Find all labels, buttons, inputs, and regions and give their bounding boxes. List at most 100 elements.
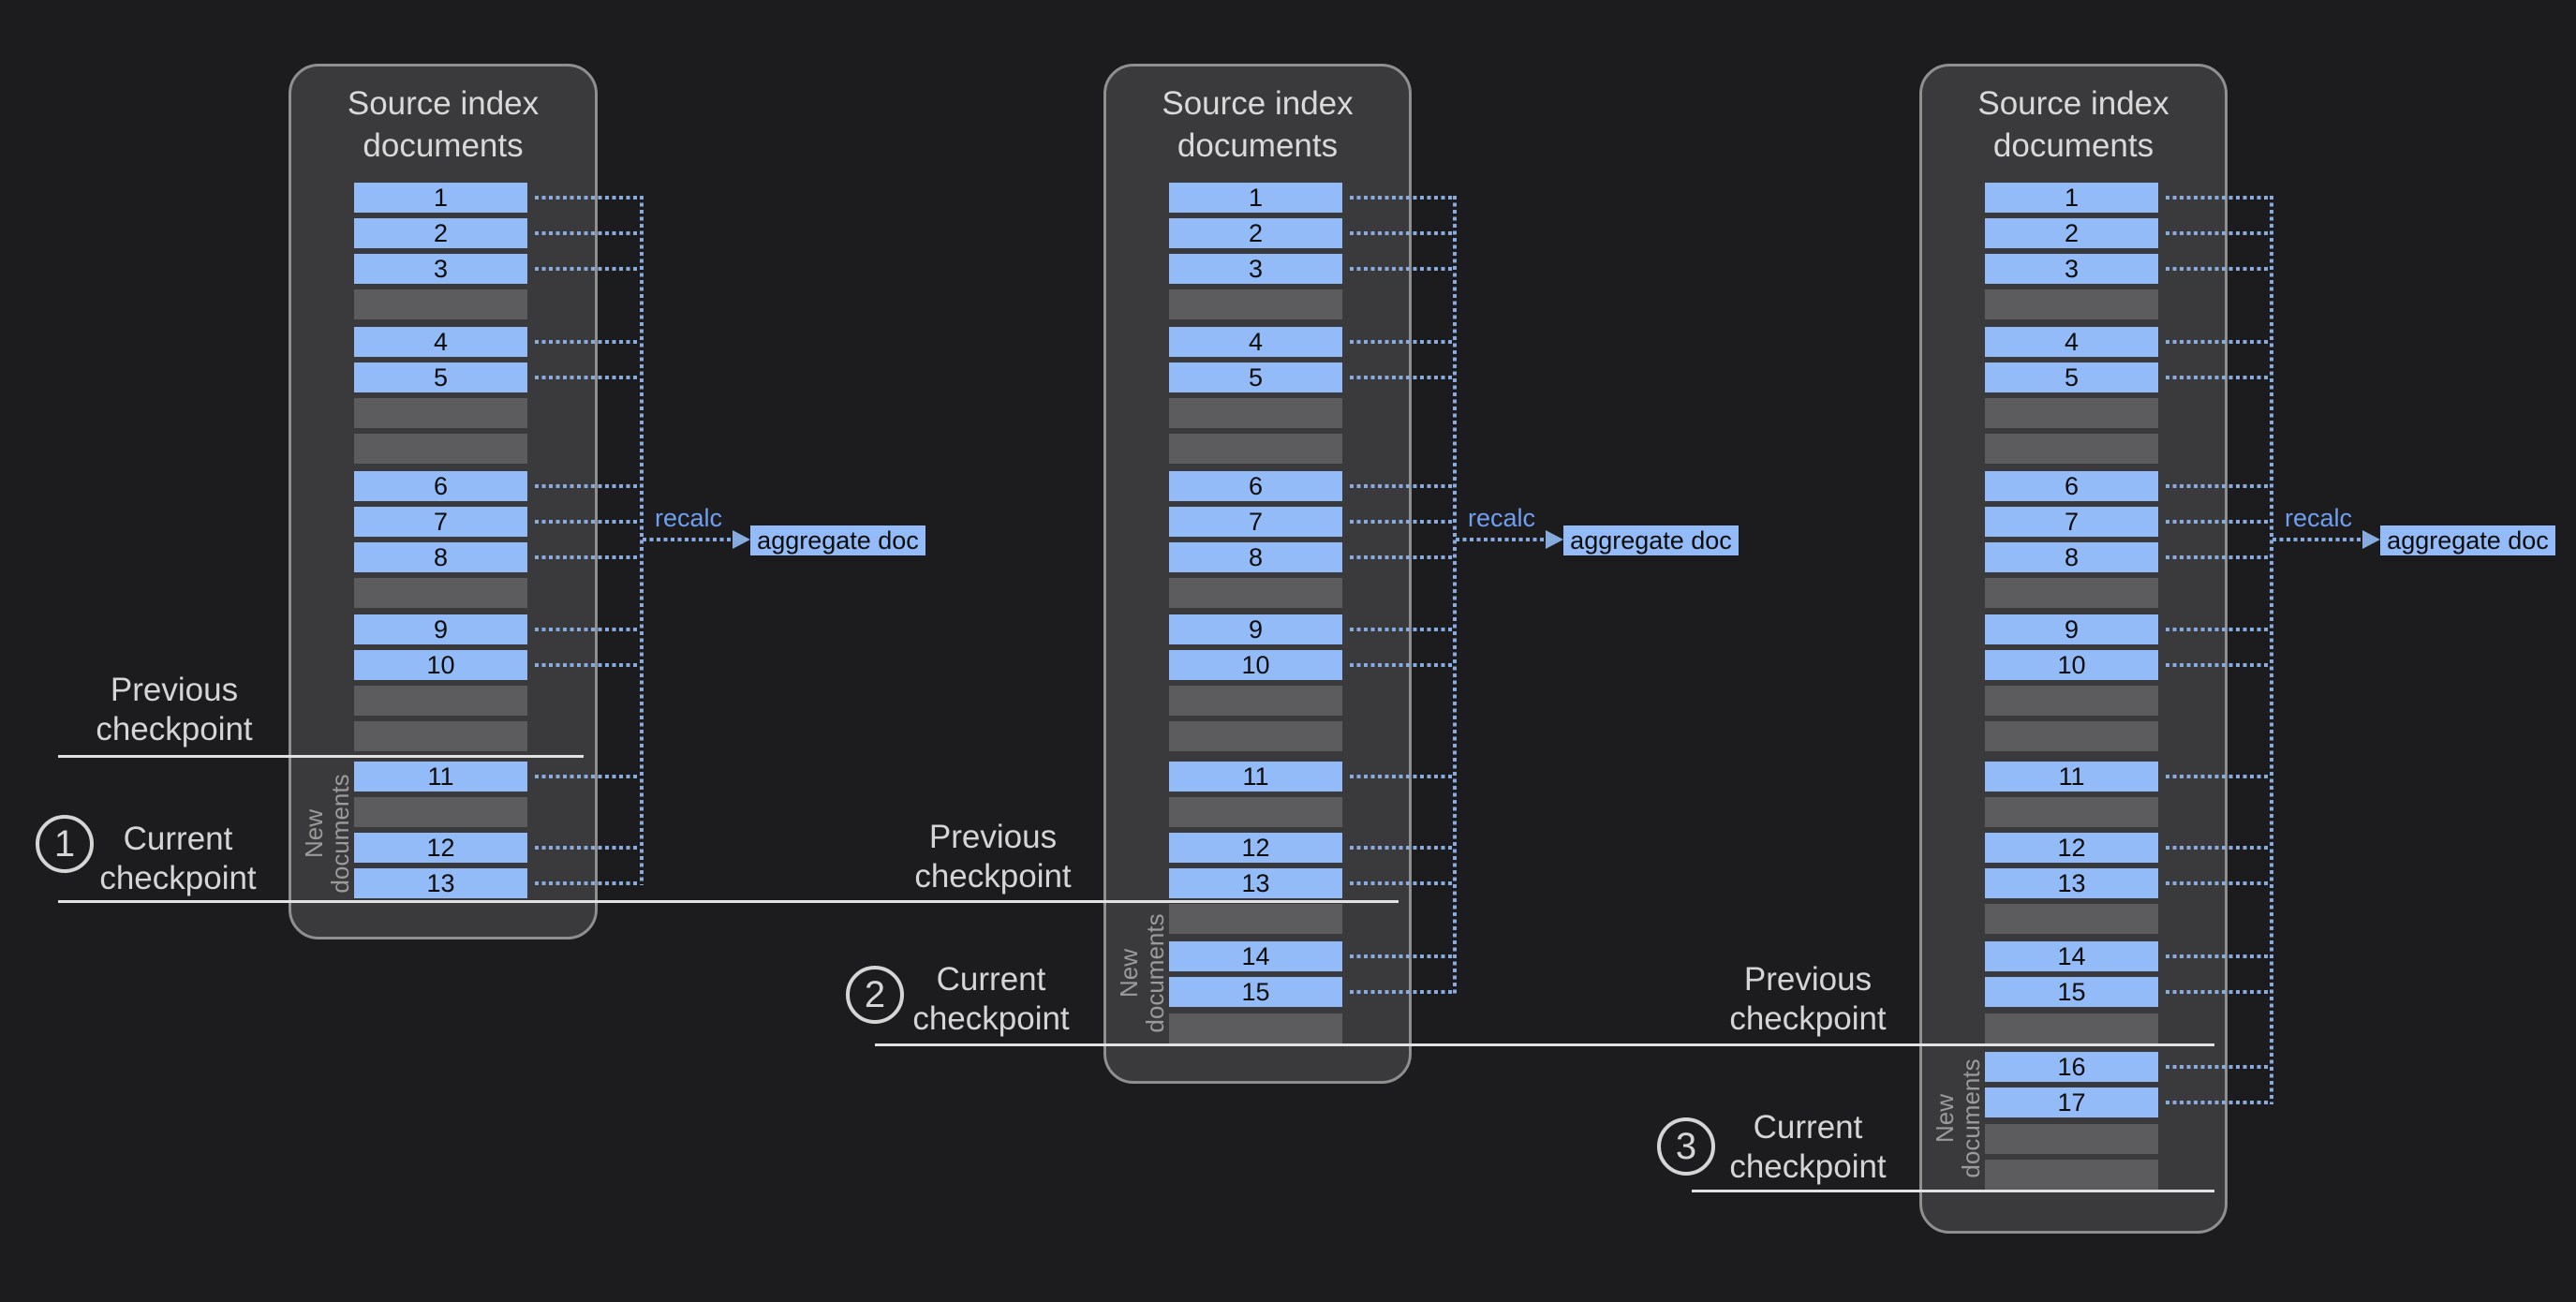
gap-row — [1169, 797, 1342, 827]
checkpoint-number-badge-2: 2 — [846, 966, 904, 1024]
recalc-label: recalc — [1468, 504, 1536, 532]
row-connector-line — [535, 663, 640, 667]
doc-row-8: 8 — [354, 542, 527, 572]
row-connector-line — [535, 775, 640, 778]
gap-row — [1985, 1160, 2158, 1190]
recalc-arrowhead-icon — [1546, 530, 1563, 549]
row-connector-line — [1350, 881, 1453, 885]
collector-line — [640, 196, 644, 885]
row-connector-line — [1350, 555, 1453, 559]
row-connector-line — [1350, 231, 1453, 235]
row-connector-line — [1350, 520, 1453, 524]
doc-row-15: 15 — [1169, 977, 1342, 1007]
doc-row-2: 2 — [1169, 218, 1342, 248]
row-connector-line — [1350, 267, 1453, 271]
doc-row-5: 5 — [1985, 362, 2158, 392]
gap-row — [1169, 904, 1342, 934]
row-connector-line — [535, 340, 640, 344]
gap-row — [1985, 289, 2158, 319]
row-connector-line — [1350, 954, 1453, 958]
checkpoint-number-badge-1: 1 — [36, 815, 94, 873]
row-connector-line — [535, 520, 640, 524]
aggregate-doc-box: aggregate doc — [750, 525, 925, 555]
doc-row-7: 7 — [1169, 507, 1342, 537]
row-connector-line — [2166, 881, 2270, 885]
doc-row-12: 12 — [354, 833, 527, 863]
row-connector-line — [1350, 628, 1453, 631]
gap-row — [1985, 1124, 2158, 1154]
row-connector-line — [1350, 484, 1453, 488]
gap-row — [354, 434, 527, 464]
collector-line — [2270, 196, 2273, 1104]
doc-row-7: 7 — [354, 507, 527, 537]
doc-row-11: 11 — [1985, 762, 2158, 792]
gap-row — [1985, 904, 2158, 934]
row-connector-line — [535, 555, 640, 559]
panel-title: Source index documents — [1162, 85, 1354, 164]
panel-title: Source index documents — [347, 85, 540, 164]
doc-row-10: 10 — [1169, 650, 1342, 680]
row-connector-line — [1350, 376, 1453, 379]
gap-row — [354, 289, 527, 319]
gap-row — [1169, 1013, 1342, 1043]
doc-row-2: 2 — [354, 218, 527, 248]
doc-row-3: 3 — [354, 254, 527, 284]
gap-row — [354, 797, 527, 827]
row-connector-line — [2166, 990, 2270, 994]
doc-row-11: 11 — [354, 762, 527, 792]
checkpoint-line-1 — [58, 755, 584, 758]
doc-row-8: 8 — [1985, 542, 2158, 572]
doc-row-1: 1 — [1985, 183, 2158, 213]
doc-row-13: 13 — [354, 868, 527, 898]
doc-row-15: 15 — [1985, 977, 2158, 1007]
recalc-arrowhead-icon — [2362, 530, 2380, 549]
gap-row — [1169, 289, 1342, 319]
gap-row — [354, 398, 527, 428]
doc-row-14: 14 — [1169, 941, 1342, 971]
row-connector-line — [2166, 628, 2270, 631]
row-connector-line — [535, 376, 640, 379]
doc-row-3: 3 — [1985, 254, 2158, 284]
row-connector-line — [2166, 340, 2270, 344]
row-connector-line — [1350, 846, 1453, 850]
row-connector-line — [1350, 663, 1453, 667]
row-connector-line — [1350, 775, 1453, 778]
recalc-label: recalc — [2285, 504, 2353, 532]
row-connector-line — [535, 196, 640, 200]
row-connector-line — [1350, 340, 1453, 344]
doc-row-4: 4 — [1169, 327, 1342, 357]
doc-row-4: 4 — [354, 327, 527, 357]
collector-line — [1453, 196, 1457, 994]
doc-row-3: 3 — [1169, 254, 1342, 284]
checkpoint-line-4 — [1692, 1190, 2214, 1192]
row-connector-line — [2166, 196, 2270, 200]
previous-checkpoint-label-2: Previous checkpoint — [914, 819, 1072, 895]
checkpoint-line-3 — [875, 1043, 2214, 1046]
row-connector-line — [2166, 484, 2270, 488]
doc-row-13: 13 — [1985, 868, 2158, 898]
row-connector-line — [2166, 775, 2270, 778]
row-connector-line — [1350, 196, 1453, 200]
recalc-arrow-line — [643, 538, 733, 541]
row-connector-line — [2166, 1101, 2270, 1104]
doc-row-9: 9 — [1169, 614, 1342, 644]
doc-row-10: 10 — [1985, 650, 2158, 680]
new-documents-label: New documents — [1931, 1058, 1985, 1178]
row-connector-line — [2166, 954, 2270, 958]
previous-checkpoint-label-3: Previous checkpoint — [1729, 961, 1887, 1037]
doc-row-1: 1 — [1169, 183, 1342, 213]
aggregate-doc-box: aggregate doc — [2380, 525, 2555, 555]
checkpoint-number-badge-3: 3 — [1657, 1117, 1715, 1176]
current-checkpoint-label-2: Current checkpoint — [912, 961, 1070, 1037]
current-checkpoint-label-1: Current checkpoint — [99, 821, 257, 896]
doc-row-7: 7 — [1985, 507, 2158, 537]
row-connector-line — [535, 846, 640, 850]
doc-row-16: 16 — [1985, 1052, 2158, 1082]
row-connector-line — [535, 231, 640, 235]
doc-row-6: 6 — [1169, 471, 1342, 501]
gap-row — [1985, 721, 2158, 751]
row-connector-line — [2166, 376, 2270, 379]
gap-row — [1985, 398, 2158, 428]
recalc-label: recalc — [655, 504, 723, 532]
recalc-arrowhead-icon — [733, 530, 750, 549]
